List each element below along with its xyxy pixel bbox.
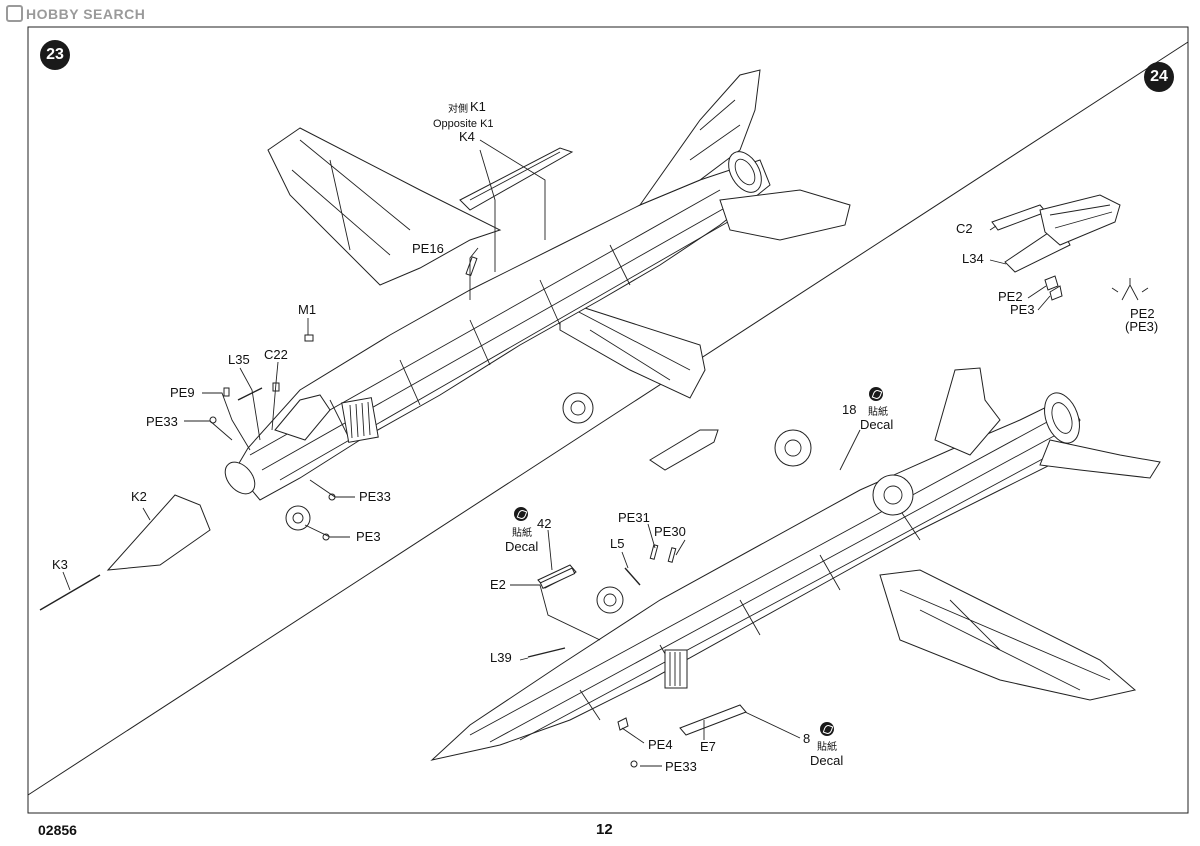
step24-tail-fin (934, 367, 1001, 456)
label-pe3: PE3 (356, 529, 381, 544)
part-pe31 (649, 544, 659, 560)
part-pe16 (465, 256, 478, 277)
label-e7: E7 (700, 739, 716, 754)
label-k2: K2 (131, 489, 147, 504)
step24-fuselage (430, 397, 1081, 761)
step24-drop-tank-top (1039, 194, 1121, 246)
step23-wing-left (267, 127, 502, 286)
step23-canopy (274, 394, 331, 441)
label-m1: M1 (298, 302, 317, 317)
decal-18-icon (869, 387, 883, 401)
part-pe9 (223, 387, 230, 397)
part-m1 (304, 334, 314, 342)
label-k1: K1 (470, 99, 486, 114)
step23-intake (341, 397, 379, 443)
label-8: 8 (803, 731, 811, 746)
label-l5: L5 (610, 536, 625, 551)
part-pe4 (617, 717, 629, 731)
step24-nose-wheel (596, 586, 624, 614)
part-k3 (39, 574, 101, 611)
label-k4: K4 (459, 129, 475, 144)
part-l35 (237, 387, 263, 401)
label-pe33-right: PE33 (359, 489, 391, 504)
decal-42-icon (514, 507, 528, 521)
label-opposite-cn: 对側 (448, 104, 468, 115)
label-decal-cn-8: 貼紙 (817, 742, 837, 753)
label-pe31: PE31 (618, 510, 650, 525)
step-23-badge: 23 (40, 40, 70, 70)
label-decal-cn-42: 貼紙 (512, 528, 532, 539)
label-opposite-k1: Opposite K1 (433, 118, 494, 130)
label-pe4: PE4 (648, 737, 673, 752)
label-c22: C22 (264, 347, 288, 362)
label-pe9: PE9 (170, 385, 195, 400)
watermark: HOBBY SEARCH (6, 5, 145, 22)
step23-wing-right (559, 299, 706, 399)
step24-main-wheel-left (774, 429, 812, 467)
label-pe3-top: PE3 (1010, 302, 1035, 317)
label-l39: L39 (490, 650, 512, 665)
label-decal-42: Decal (505, 539, 539, 554)
step23-stabilizer (719, 189, 851, 241)
watermark-logo-icon (6, 5, 23, 22)
part-l39 (527, 647, 566, 658)
label-decal-8: Decal (810, 753, 844, 768)
label-42: 42 (537, 516, 552, 531)
step23-nose-wheel (285, 505, 311, 531)
label-pe3-alt: (PE3) (1125, 319, 1159, 334)
label-pe33-step24: PE33 (665, 759, 697, 774)
label-k3: K3 (52, 557, 68, 572)
label-decal-cn-18: 貼紙 (868, 407, 888, 418)
page-number: 12 (596, 821, 613, 838)
watermark-text: HOBBY SEARCH (26, 5, 146, 22)
label-pe30: PE30 (654, 524, 686, 539)
page-frame (27, 26, 1189, 814)
label-pe16: PE16 (412, 241, 444, 256)
step24-aircraft (430, 194, 1161, 768)
label-l35: L35 (228, 352, 250, 367)
step24-intake (664, 649, 688, 689)
step24-main-wheel-right (872, 474, 914, 516)
step23-nose-ring (224, 461, 256, 495)
step24-wing (879, 569, 1137, 701)
step-24-badge: 24 (1144, 62, 1174, 92)
part-e7 (679, 704, 747, 736)
part-pe30 (667, 547, 677, 563)
step24-stabilizer (1039, 439, 1161, 479)
part-pe33-step24 (630, 760, 638, 768)
step24-pylon-tank (649, 429, 719, 471)
product-code: 02856 (38, 822, 77, 838)
part-k4 (459, 147, 574, 211)
step23-main-wheel (562, 392, 594, 424)
label-l34: L34 (962, 251, 984, 266)
label-decal-18: Decal (860, 417, 894, 432)
decal-8-icon (820, 722, 834, 736)
part-l5 (624, 567, 641, 586)
label-18: 18 (842, 402, 857, 417)
label-pe33-left: PE33 (146, 414, 178, 429)
label-e2: E2 (490, 577, 506, 592)
part-k2 (106, 494, 211, 571)
label-c2: C2 (956, 221, 973, 236)
part-c2 (991, 204, 1047, 231)
bend-detail-icon (1111, 278, 1149, 301)
label-pe2: PE2 (998, 289, 1023, 304)
step23-exhaust (728, 151, 762, 193)
step23-aircraft (39, 69, 851, 611)
part-pe3-top (1049, 285, 1063, 301)
part-pe2-top (1044, 275, 1059, 291)
label-pe2-alt: PE2 (1130, 306, 1155, 321)
step-divider (27, 41, 1189, 796)
part-e2 (539, 567, 576, 589)
